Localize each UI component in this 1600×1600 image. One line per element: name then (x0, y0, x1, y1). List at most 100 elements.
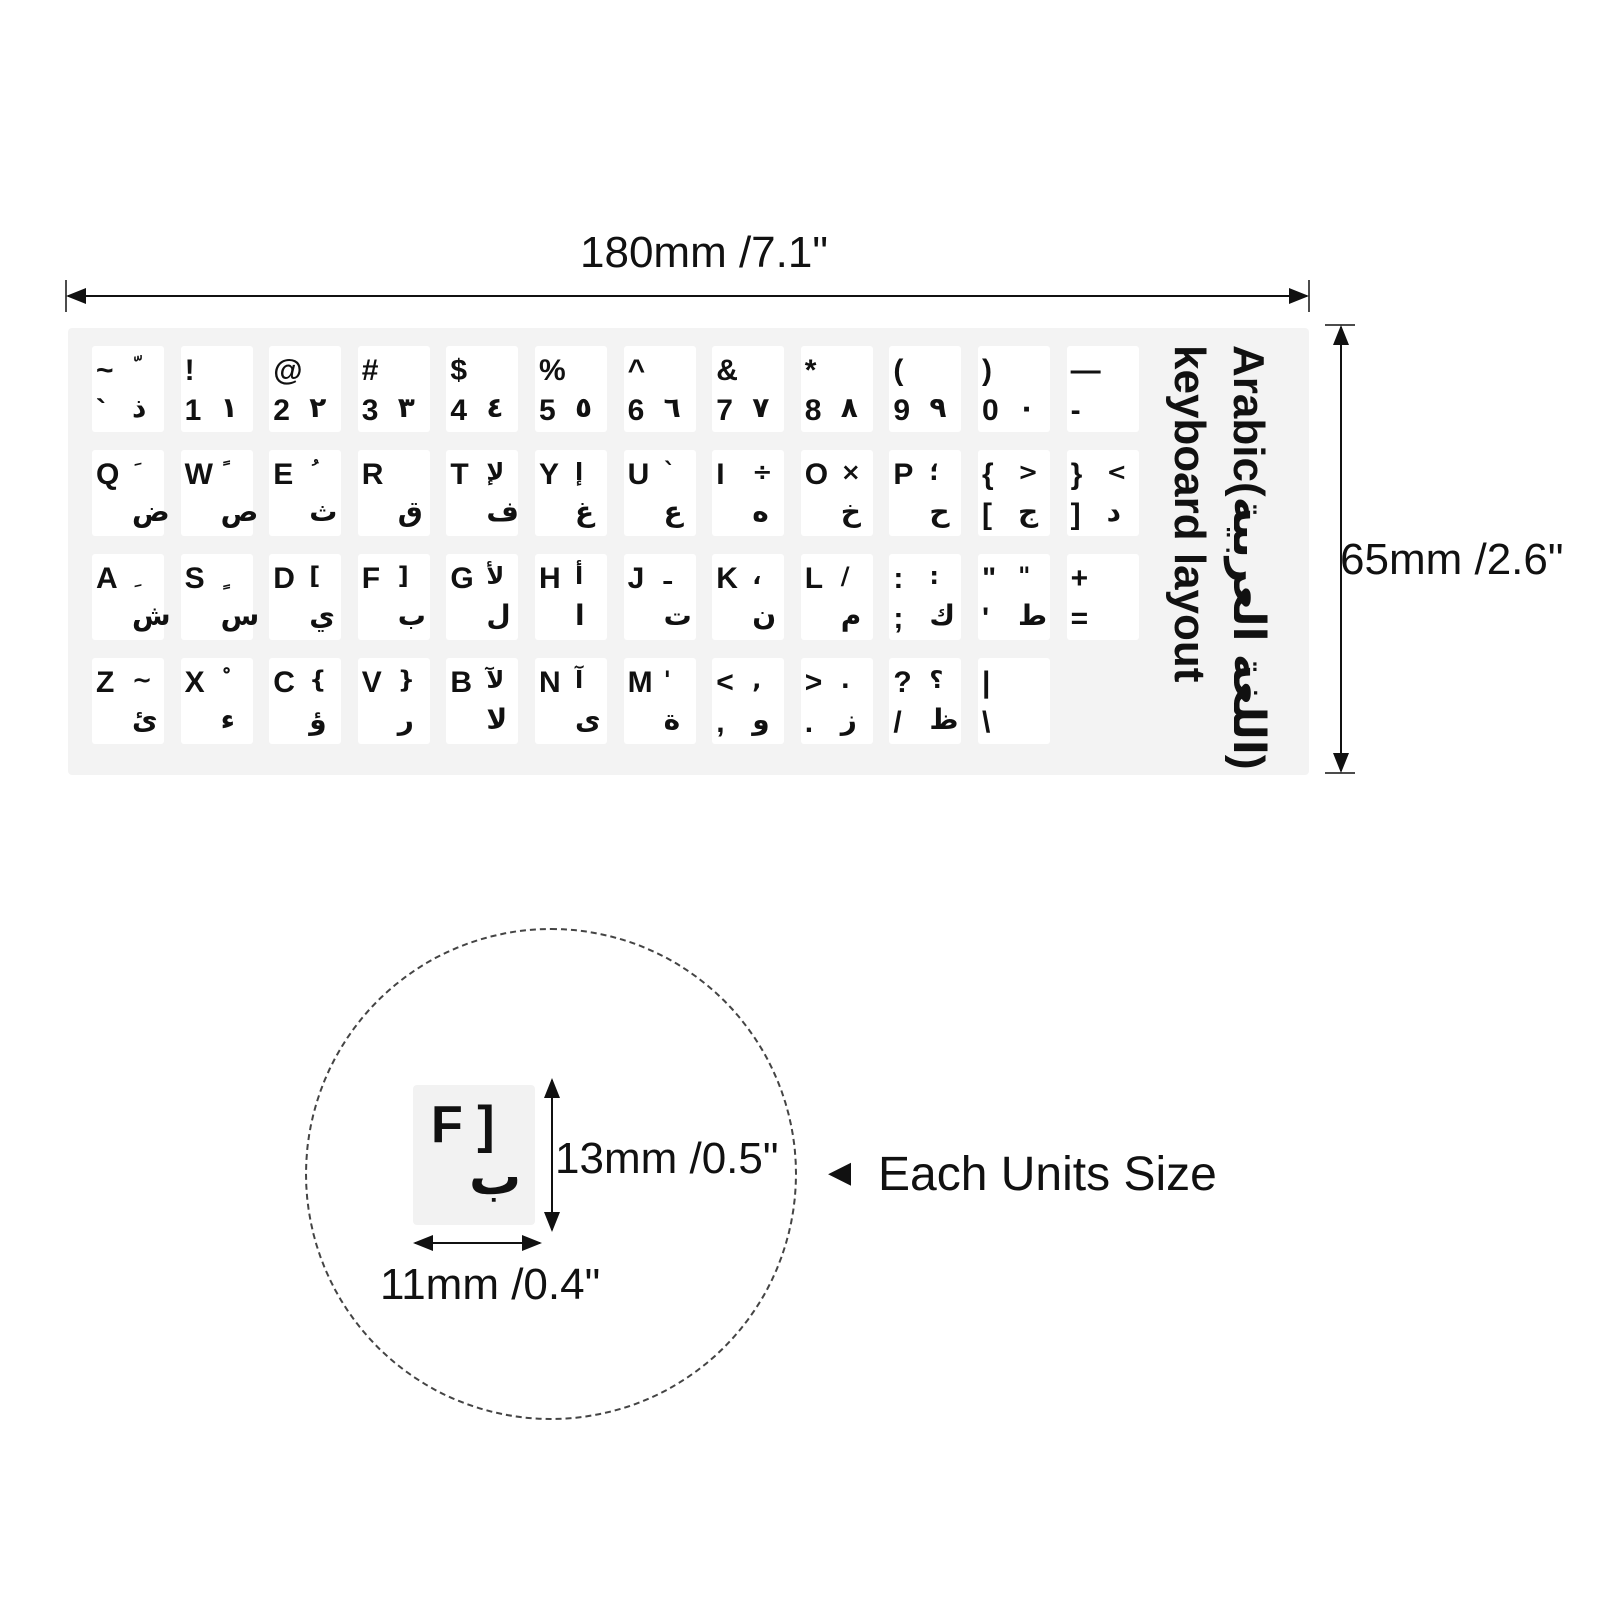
key-sticker: ?؟/ظ (889, 658, 962, 744)
key-bottom-right-char: ٦ (663, 391, 681, 424)
key-bottom-left-char: [ (982, 498, 992, 531)
key-top-right-char: , (752, 666, 762, 694)
key-top-left-char: } (1070, 458, 1083, 491)
key-top-left-char: N (539, 666, 561, 699)
key-sticker: }<]د (1066, 450, 1139, 536)
key-top-right-char: × (840, 458, 861, 486)
key-top-left-char: | (982, 666, 991, 699)
key-bottom-right-char: غ (575, 495, 595, 528)
key-sticker: U`ع (623, 450, 696, 536)
key-top-right-char: { (309, 666, 327, 694)
key-bottom-right-char: ت (663, 599, 692, 632)
key-sticker: —- (1066, 346, 1139, 432)
layout-title-line-2: keyboard layout (1165, 345, 1214, 683)
key-top-right-char: ~ (132, 666, 153, 694)
key-top-right-char: ` (663, 458, 676, 486)
key-bottom-left-char: 3 (361, 394, 379, 427)
key-bottom-right-char: ض (132, 495, 170, 528)
key-bottom-right-char: ا (575, 599, 585, 632)
key-top-right-char: ـ (663, 562, 672, 590)
key-sticker: F]ب (357, 554, 430, 640)
key-top-left-char: O (804, 458, 829, 491)
key-bottom-right-char: ٤ (486, 391, 504, 424)
unit-key-latin-label: F ] (431, 1096, 495, 1154)
key-bottom-left-char: 8 (804, 394, 822, 427)
key-top-left-char: A (96, 562, 118, 595)
key-sticker: P؛ح (889, 450, 962, 536)
key-top-right-char: آ (575, 666, 584, 694)
key-top-right-char: < (1106, 458, 1127, 486)
key-sticker: Wًص (180, 450, 258, 536)
key-sticker: L/م (800, 554, 873, 640)
key-bottom-right-char: ء (220, 703, 235, 736)
key-top-left-char: V (361, 666, 382, 699)
key-top-left-char: ) (982, 354, 992, 387)
key-bottom-right-char: ؤ (309, 703, 327, 736)
key-top-right-char: : (929, 562, 939, 590)
key-bottom-left-char: / (893, 706, 902, 739)
key-sticker: Qَض (92, 450, 170, 536)
key-bottom-right-char: ي (309, 599, 335, 632)
key-top-right-char: ' (663, 666, 671, 694)
key-bottom-right-char: ش (132, 599, 171, 632)
key-bottom-left-char: 7 (716, 394, 733, 427)
key-top-left-char: & (716, 354, 738, 387)
key-sticker: Aِش (92, 554, 171, 640)
key-sticker: <,,و (712, 658, 785, 744)
key-bottom-right-char: ن (752, 599, 777, 632)
key-top-left-char: ? (893, 666, 912, 699)
key-sticker: Sٍس (180, 554, 259, 640)
key-top-right-char: لأ (486, 562, 505, 590)
key-bottom-right-char: ص (220, 495, 259, 528)
key-sticker: ::;ك (889, 554, 962, 640)
key-bottom-right-char: د (1106, 495, 1121, 528)
key-bottom-right-char: ك (929, 599, 956, 632)
key-bottom-right-char: ع (663, 495, 683, 528)
key-bottom-left-char: - (1070, 394, 1081, 427)
key-bottom-left-char: 0 (982, 394, 999, 427)
key-sticker: Eُث (269, 450, 342, 536)
key-bottom-left-char: ; (893, 602, 904, 635)
unit-key-sticker: F ] ب (413, 1085, 535, 1225)
key-bottom-right-char: خ (840, 495, 861, 528)
unit-size-caption: Each Units Size (878, 1148, 1217, 1201)
key-top-left-char: ( (893, 354, 904, 387)
key-top-right-char: لآ (486, 666, 505, 694)
key-bottom-right-char: و (752, 703, 770, 736)
key-top-right-char: } (397, 666, 415, 694)
key-top-left-char: C (273, 666, 295, 699)
key-bottom-right-char: ٩ (929, 391, 947, 424)
key-bottom-right-char: م (840, 599, 862, 632)
key-top-left-char: Y (539, 458, 560, 491)
key-sticker: ""'ط (978, 554, 1050, 640)
zoom-circle (305, 928, 797, 1420)
key-sticker: += (1066, 554, 1139, 640)
sheet-height-label: 65mm /2.6" (1340, 535, 1564, 584)
key-top-left-char: F (361, 562, 381, 595)
key-bottom-right-char: ٣ (397, 391, 415, 424)
key-top-right-char: لإ (486, 458, 505, 486)
key-top-left-char: * (804, 354, 817, 387)
key-bottom-left-char: 4 (450, 394, 468, 427)
key-top-left-char: $ (450, 354, 468, 387)
key-sticker: M'ة (623, 658, 696, 744)
key-bottom-right-char: ز (840, 703, 857, 736)
layout-title-line-1: Arabic(اللغة العربية) (1224, 345, 1273, 770)
key-top-right-char: / (840, 562, 850, 590)
unit-key-arabic-label: ب (469, 1147, 522, 1207)
sheet-width-label: 180mm /7.1" (580, 228, 828, 277)
key-bottom-left-char: ` (96, 394, 106, 427)
key-bottom-right-char: ب (397, 599, 426, 632)
key-top-right-char: ، (752, 562, 762, 590)
key-bottom-left-char: ' (982, 602, 990, 635)
